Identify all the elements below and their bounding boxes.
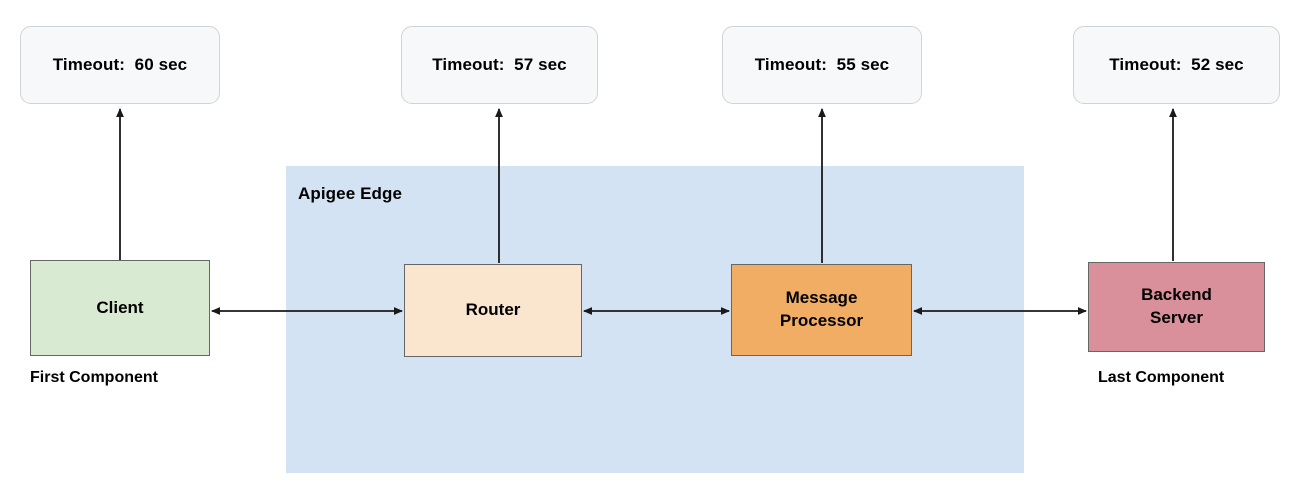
caption-last-component: Last Component	[1098, 369, 1225, 386]
component-label-client: Client	[96, 297, 144, 317]
timeout-callout-client-text: Timeout: 60 sec	[52, 55, 188, 74]
timeout-callout-message-processor: Timeout: 55 sec	[722, 26, 922, 104]
timeout-callout-router: Timeout: 57 sec	[401, 26, 598, 104]
component-label-router: Router	[465, 300, 521, 320]
component-label-message-processor: Message Processor	[779, 288, 864, 330]
component-label-backend-server: Backend Server	[1141, 285, 1212, 327]
timeout-callout-router-text: Timeout: 57 sec	[432, 55, 567, 74]
timeout-callout-backend-server-text: Timeout: 52 sec	[1109, 55, 1244, 74]
apigee-edge-label: Apigee Edge	[298, 184, 403, 203]
caption-first-component: First Component	[30, 369, 158, 386]
apigee-edge-region	[286, 166, 1024, 473]
component-box-backend-server: Backend Server	[1088, 262, 1265, 352]
timeout-callout-message-processor-text: Timeout: 55 sec	[754, 55, 890, 74]
component-box-message-processor: Message Processor	[731, 264, 912, 356]
component-box-router: Router	[404, 264, 582, 357]
timeout-callout-backend-server: Timeout: 52 sec	[1073, 26, 1280, 104]
timeout-callout-client: Timeout: 60 sec	[20, 26, 220, 104]
component-box-client: Client	[30, 260, 210, 356]
